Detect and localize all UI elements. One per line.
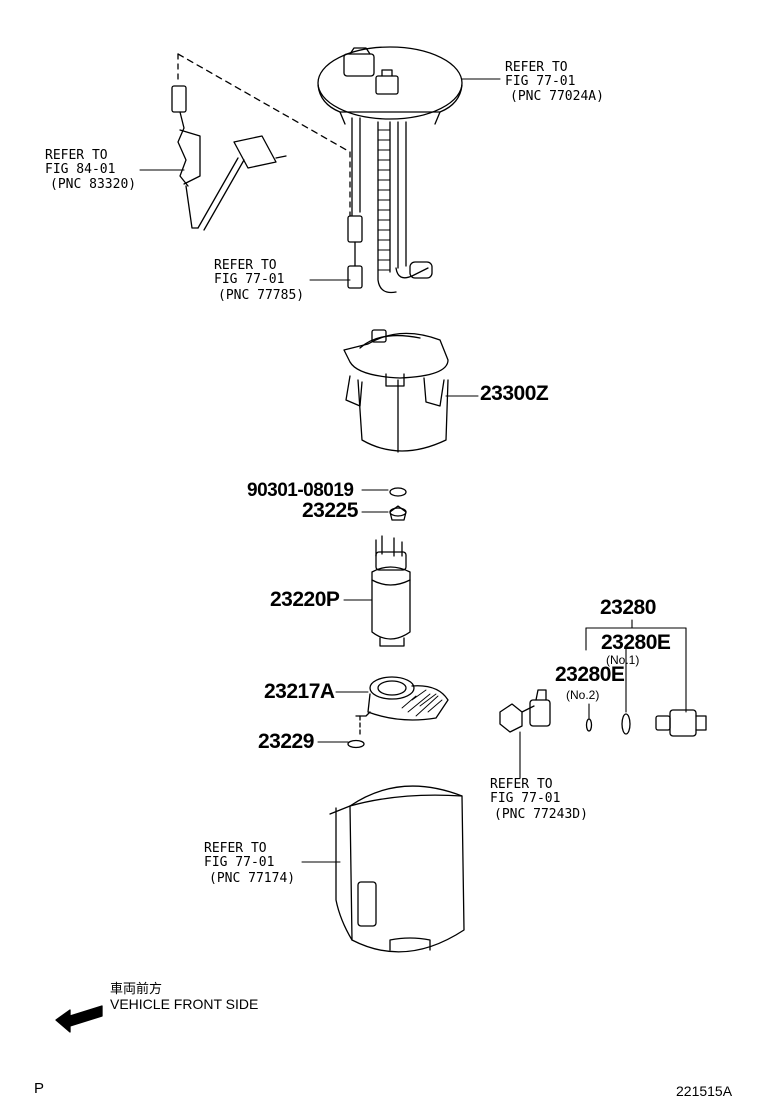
part-number-23225[interactable]: 23225 [302, 499, 358, 522]
part-23220p-drawing [371, 535, 411, 647]
refer-83320-line3: (PNC 83320) [50, 177, 137, 192]
variant-no1-label: (No.1) [606, 653, 640, 667]
refer-77785-line3: (PNC 77785) [218, 288, 305, 303]
pressure-regulator-drawing [655, 709, 707, 737]
refer-77243d-line2: FIG 77-01 [490, 791, 561, 806]
part-number-23280e-no2[interactable]: 23280E [555, 663, 625, 686]
refer-77024a-line3: (PNC 77024A) [510, 89, 604, 104]
refer-77785-line2: FIG 77-01 [214, 272, 285, 287]
refer-77785-line1: REFER TO [214, 258, 277, 273]
oring-no1-drawing [621, 713, 631, 735]
front-arrow-icon [55, 1005, 103, 1033]
refer-83320-line2: FIG 84-01 [45, 162, 116, 177]
dashed-guide-line [177, 53, 351, 153]
refer-83320-line1: REFER TO [45, 148, 108, 163]
part-23217a-drawing [355, 676, 449, 721]
refer-77024a-line2: FIG 77-01 [505, 74, 576, 89]
fuel-pump-flange-drawing [317, 46, 463, 294]
part-number-23217a[interactable]: 23217A [264, 680, 335, 703]
diagram-code: 221515A [676, 1083, 733, 1099]
refer-77174-line1: REFER TO [204, 841, 267, 856]
vehicle-front-japanese-label: 車両前方 [110, 982, 163, 997]
part-number-23220p[interactable]: 23220P [270, 588, 340, 611]
part-number-23229[interactable]: 23229 [258, 730, 314, 753]
refer-77243d-line1: REFER TO [490, 777, 553, 792]
fuel-sender-gauge-drawing [171, 85, 287, 231]
variant-no2-label: (No.2) [566, 688, 600, 702]
oring-no2-drawing [585, 718, 593, 732]
part-23229-drawing [347, 739, 365, 749]
refer-77174-line3: (PNC 77174) [209, 871, 296, 886]
part-number-23280[interactable]: 23280 [600, 596, 656, 619]
vehicle-front-side-label: VEHICLE FRONT SIDE [110, 996, 259, 1012]
lower-housing-drawing [329, 785, 465, 953]
part-number-23300z[interactable]: 23300Z [480, 382, 549, 405]
leader-lines [139, 78, 687, 863]
valve-assembly-drawing [499, 689, 551, 733]
corner-mark: P [34, 1080, 45, 1097]
part-23300z-drawing [343, 329, 449, 453]
part-number-23280e-no1[interactable]: 23280E [601, 631, 671, 654]
part-number-90301-08019[interactable]: 90301-08019 [247, 480, 354, 501]
small-parts-drawing [389, 487, 407, 521]
refer-77243d-line3: (PNC 77243D) [494, 807, 588, 822]
refer-77024a-line1: REFER TO [505, 60, 568, 75]
refer-77174-line2: FIG 77-01 [204, 855, 275, 870]
